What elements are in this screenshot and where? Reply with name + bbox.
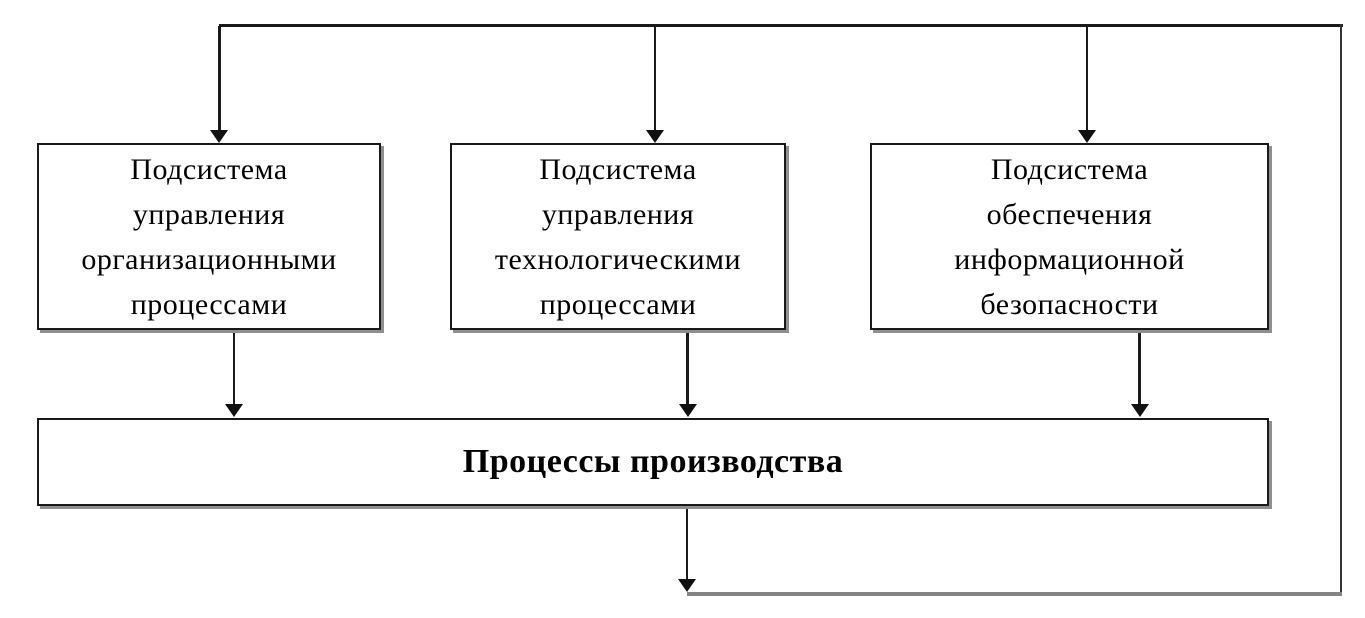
- feedback-top-line: [219, 24, 1343, 27]
- arrow-line-top-to-infosec: [1086, 26, 1088, 131]
- node-line: процессами: [539, 287, 697, 321]
- arrowhead-org-to-production-icon: [225, 404, 243, 417]
- node-infosec-subsystem: Подсистема обеспечения информационной бе…: [870, 143, 1269, 330]
- arrowhead-infosec-to-production-icon: [1131, 404, 1149, 417]
- arrow-line-infosec-to-production: [1138, 330, 1141, 405]
- node-infosec-text: Подсистема обеспечения информационной бе…: [872, 145, 1267, 328]
- arrow-line-org-to-production: [233, 330, 235, 405]
- node-tech-processes-subsystem: Подсистема управления технологическими п…: [450, 143, 786, 330]
- node-org-processes-subsystem: Подсистема управления организационными п…: [37, 143, 381, 330]
- arrow-line-top-to-org: [218, 26, 221, 131]
- node-line: Подсистема: [130, 152, 288, 186]
- production-processes-label: Процессы производства: [462, 443, 844, 480]
- node-tech-text: Подсистема управления технологическими п…: [452, 145, 784, 328]
- arrow-line-production-output: [686, 507, 688, 580]
- node-production-processes: Процессы производства: [37, 418, 1269, 506]
- node-line: управления: [541, 197, 695, 231]
- node-line: управления: [132, 197, 286, 231]
- arrowhead-top-to-tech-icon: [646, 130, 664, 143]
- arrow-line-tech-to-production: [686, 330, 689, 405]
- feedback-bottom-line: [687, 592, 1342, 596]
- arrowhead-tech-to-production-icon: [679, 404, 697, 417]
- node-line: процессами: [130, 287, 288, 321]
- node-line: Подсистема: [539, 152, 697, 186]
- node-line: безопасности: [980, 287, 1159, 321]
- node-line: технологическими: [494, 242, 742, 276]
- arrowhead-top-to-org-icon: [210, 130, 228, 143]
- feedback-right-line: [1340, 24, 1342, 596]
- node-line: Подсистема: [990, 152, 1149, 186]
- arrow-line-top-to-tech: [654, 26, 656, 131]
- arrowhead-production-output-icon: [678, 579, 696, 592]
- node-line: информационной: [954, 242, 1185, 276]
- arrowhead-top-to-infosec-icon: [1078, 130, 1096, 143]
- node-line: организационными: [81, 242, 337, 276]
- node-org-text: Подсистема управления организационными п…: [39, 145, 379, 328]
- node-line: обеспечения: [986, 197, 1153, 231]
